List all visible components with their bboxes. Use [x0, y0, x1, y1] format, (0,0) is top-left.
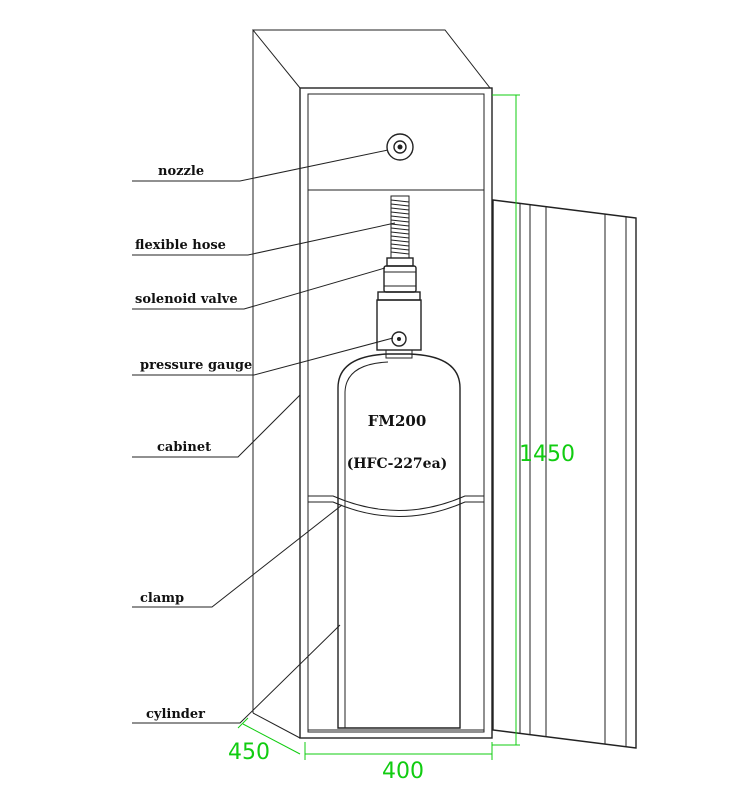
- hose-rib: [390, 239, 410, 243]
- cabinet-top: [251, 29, 492, 89]
- solenoid-valve-leader: [132, 267, 386, 310]
- cabinet-label: cabinet: [157, 440, 211, 455]
- hose-rib: [390, 243, 410, 247]
- hose-rib: [390, 207, 410, 211]
- flexible-hose-icon: [390, 195, 410, 259]
- hose-rib: [390, 227, 410, 231]
- hose-rib: [390, 251, 410, 255]
- cabinet-bottom-edge: [252, 712, 301, 739]
- height-dimension-label: 1450: [519, 442, 575, 467]
- door-outline: [492, 199, 637, 749]
- cylinder-label: cylinder: [146, 707, 205, 722]
- hose-rib: [390, 215, 410, 219]
- hose-rib: [390, 231, 410, 235]
- nozzle-label: nozzle: [158, 164, 204, 179]
- leader-lines: [132, 149, 396, 724]
- solenoid-valve-label: solenoid valve: [135, 292, 238, 307]
- cylinder-icon: [337, 353, 461, 729]
- pressure-gauge-icon: [376, 291, 422, 359]
- cylinder-agent-label: (HFC-227ea): [347, 456, 448, 472]
- depth-dimension-label: 450: [228, 740, 270, 765]
- hose-rib: [390, 211, 410, 215]
- cylinder-leader: [132, 624, 341, 724]
- clamp-leader: [132, 504, 343, 608]
- nozzle-icon: [386, 133, 414, 161]
- hose-rib: [390, 247, 410, 251]
- cabinet-body: [251, 29, 493, 739]
- dimension-lines: [237, 94, 520, 760]
- clamp-label: clamp: [140, 591, 184, 606]
- cylinder-outline: [337, 353, 461, 729]
- flexible-hose-leader: [132, 222, 396, 256]
- pressure-gauge-label: pressure gauge: [140, 358, 252, 373]
- cylinder-highlight: [344, 361, 389, 728]
- cylinder-model-label: FM200: [368, 412, 427, 430]
- cabinet-leader: [132, 394, 301, 458]
- hose-rib: [390, 219, 410, 223]
- nozzle-leader: [132, 149, 389, 182]
- width-dimension-label: 400: [382, 759, 424, 784]
- cabinet-inner-frame: [307, 93, 485, 733]
- cabinet-front-frame: [299, 87, 493, 739]
- clamp-icon: [308, 495, 484, 517]
- cabinet-door: [492, 199, 637, 749]
- hose-rib: [390, 223, 410, 227]
- pressure-gauge-leader: [132, 337, 394, 376]
- solenoid-valve-icon: [383, 257, 417, 293]
- hose-rib: [390, 203, 410, 207]
- hose-rib: [390, 235, 410, 239]
- flexible-hose-label: flexible hose: [135, 238, 226, 253]
- hose-rib: [390, 199, 410, 203]
